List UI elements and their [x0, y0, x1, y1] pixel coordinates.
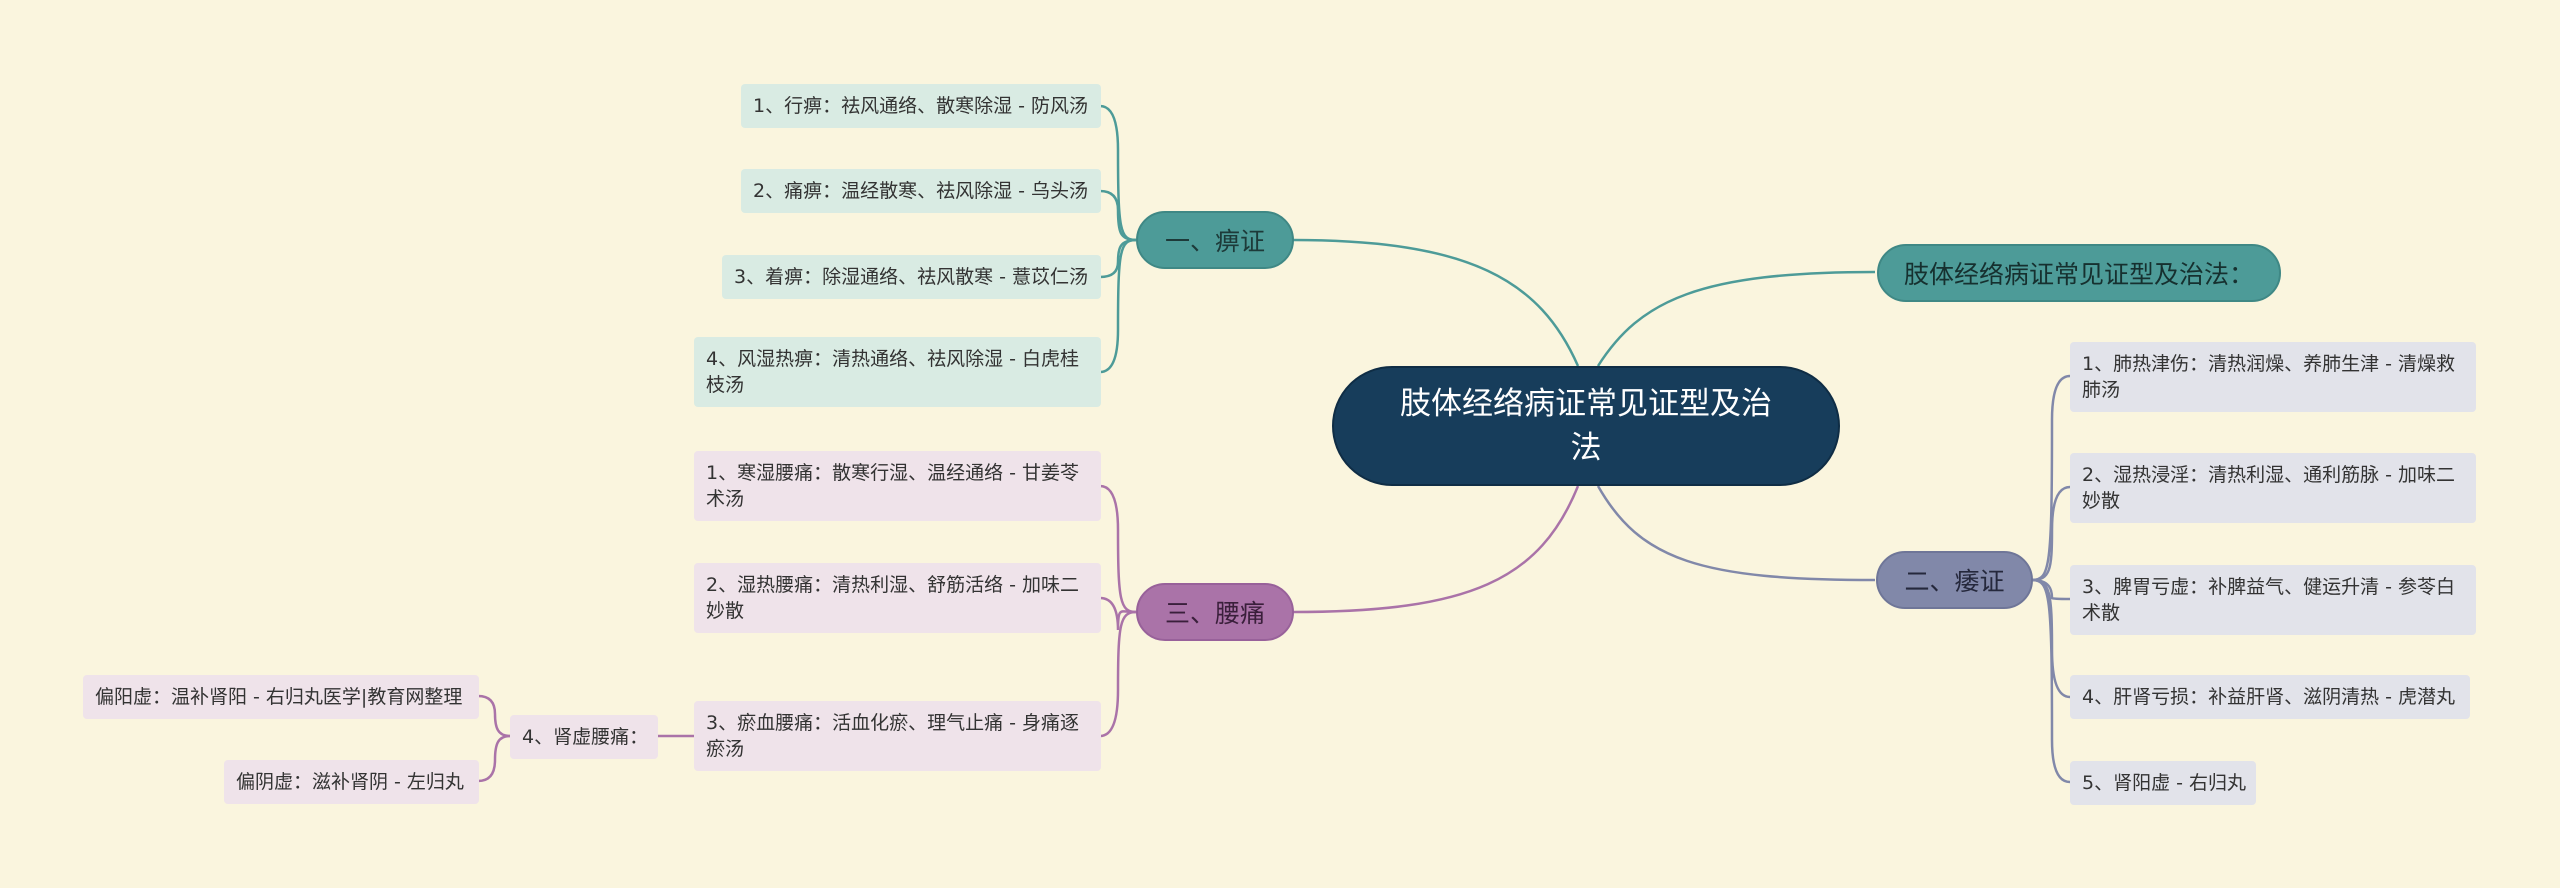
connector-root-yaotong	[1292, 485, 1580, 614]
wei-item-2[interactable]: 2、湿热浸淫：清热利湿、通利筋脉 - 加味二妙散	[2070, 453, 2476, 523]
yaotong-item-1[interactable]: 1、寒湿腰痛：散寒行湿、温经通络 - 甘姜苓术汤	[694, 451, 1101, 521]
yaotong-item-3[interactable]: 3、瘀血腰痛：活血化瘀、理气止痛 - 身痛逐瘀汤	[694, 701, 1101, 771]
wei-item-4[interactable]: 4、肝肾亏损：补益肝肾、滋阴清热 - 虎潜丸	[2070, 675, 2470, 719]
connector-root-intro	[1596, 270, 1876, 367]
root-topic[interactable]: 肢体经络病证常见证型及治法	[1332, 366, 1840, 486]
shenxu-item-1-text: 偏阳虚：温补肾阳 - 右归丸医学|教育网整理	[95, 686, 463, 708]
yaotong-item-3-text: 3、瘀血腰痛：活血化瘀、理气止痛 - 身痛逐瘀汤	[706, 712, 1080, 760]
wei-item-5[interactable]: 5、肾阳虚 - 右归丸	[2070, 761, 2256, 805]
branch-wei[interactable]: 二、痿证	[1876, 551, 2033, 609]
connector-bi-2	[1099, 189, 1137, 242]
wei-item-2-text: 2、湿热浸淫：清热利湿、通利筋脉 - 加味二妙散	[2082, 464, 2456, 512]
branch-yaotong-label: 三、腰痛	[1164, 599, 1265, 628]
wei-item-4-text: 4、肝肾亏损：补益肝肾、滋阴清热 - 虎潜丸	[2082, 686, 2456, 708]
yaotong-item-2[interactable]: 2、湿热腰痛：清热利湿、舒筋活络 - 加味二妙散	[694, 563, 1101, 633]
bi-item-1-text: 1、行痹：祛风通络、散寒除湿 - 防风汤	[753, 95, 1089, 117]
connector-bi-4	[1099, 238, 1137, 374]
shenxu-item-2-text: 偏阴虚：滋补肾阴 - 左归丸	[236, 771, 464, 793]
yaotong-item-1-text: 1、寒湿腰痛：散寒行湿、温经通络 - 甘姜苓术汤	[706, 462, 1080, 510]
wei-item-3-text: 3、脾胃亏虚：补脾益气、健运升清 - 参苓白术散	[2082, 576, 2456, 624]
bi-item-3-text: 3、着痹：除湿通络、祛风散寒 - 薏苡仁汤	[734, 266, 1089, 288]
branch-yaotong[interactable]: 三、腰痛	[1136, 583, 1294, 641]
connector-bi-3	[1099, 238, 1137, 279]
branch-bi[interactable]: 一、痹证	[1136, 211, 1294, 269]
bi-item-4[interactable]: 4、风湿热痹：清热通络、祛风除湿 - 白虎桂枝汤	[694, 337, 1101, 407]
bi-item-3[interactable]: 3、着痹：除湿通络、祛风散寒 - 薏苡仁汤	[722, 255, 1101, 299]
root-topic-label: 肢体经络病证常见证型及治法	[1400, 386, 1772, 466]
connector-yt-2	[1099, 596, 1137, 631]
wei-item-5-text: 5、肾阳虚 - 右归丸	[2082, 772, 2247, 794]
branch-bi-label: 一、痹证	[1164, 227, 1265, 256]
yaotong-item-2-text: 2、湿热腰痛：清热利湿、舒筋活络 - 加味二妙散	[706, 574, 1080, 622]
bi-item-2-text: 2、痛痹：温经散寒、祛风除湿 - 乌头汤	[753, 180, 1089, 202]
connector-wei-1	[2031, 374, 2071, 582]
connector-wei-5	[2031, 578, 2071, 784]
bi-item-1[interactable]: 1、行痹：祛风通络、散寒除湿 - 防风汤	[741, 84, 1101, 128]
connector-yt-1	[1099, 484, 1137, 614]
connector-root-wei	[1596, 485, 1876, 582]
wei-item-1-text: 1、肺热津伤：清热润燥、养肺生津 - 清燥救肺汤	[2082, 353, 2456, 401]
connector-wei-2	[2031, 485, 2071, 582]
wei-item-1[interactable]: 1、肺热津伤：清热润燥、养肺生津 - 清燥救肺汤	[2070, 342, 2476, 412]
branch-wei-label: 二、痿证	[1904, 567, 2005, 596]
wei-item-3[interactable]: 3、脾胃亏虚：补脾益气、健运升清 - 参苓白术散	[2070, 565, 2476, 635]
shenxu-item-1[interactable]: 偏阳虚：温补肾阳 - 右归丸医学|教育网整理	[83, 675, 479, 719]
connector-yt-3	[1099, 610, 1137, 738]
shenxu-item-2[interactable]: 偏阴虚：滋补肾阴 - 左归丸	[224, 760, 479, 804]
connector-shenxu-1	[477, 694, 511, 738]
connector-shenxu-2	[477, 734, 511, 783]
intro-topic-label: 肢体经络病证常见证型及治法：	[1903, 260, 2254, 289]
bi-item-4-text: 4、风湿热痹：清热通络、祛风除湿 - 白虎桂枝汤	[706, 348, 1080, 396]
connector-root-bi	[1292, 238, 1580, 367]
shenxu-topic-label: 4、肾虚腰痛：	[522, 726, 649, 748]
bi-item-2[interactable]: 2、痛痹：温经散寒、祛风除湿 - 乌头汤	[741, 169, 1101, 213]
intro-topic[interactable]: 肢体经络病证常见证型及治法：	[1877, 244, 2281, 302]
shenxu-topic[interactable]: 4、肾虚腰痛：	[510, 715, 658, 759]
connector-wei-3	[2031, 578, 2071, 601]
